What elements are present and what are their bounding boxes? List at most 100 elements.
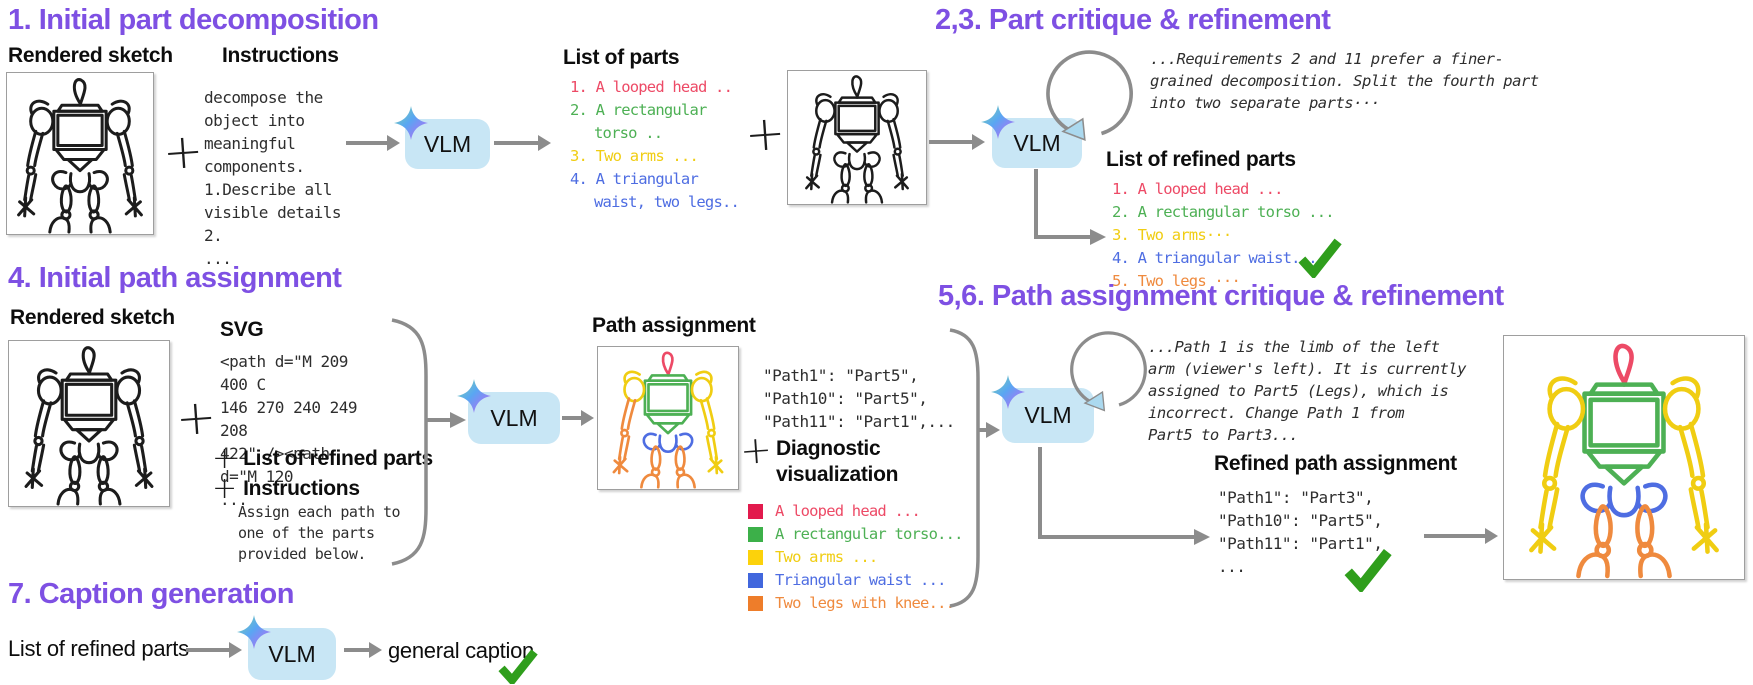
arrow-vlm5-to-caption — [344, 648, 370, 652]
vlm-label: VLM — [1024, 402, 1072, 428]
vlm-label: VLM — [423, 130, 472, 157]
list-of-parts-heading: List of parts — [563, 46, 680, 69]
rendered-sketch-image-3 — [8, 340, 170, 507]
robot-torso — [1582, 382, 1666, 486]
legend-label: Two arms ... — [775, 548, 878, 566]
input-group-brace-left — [391, 318, 466, 566]
legend-label: A looped head ... — [775, 502, 921, 520]
part-item: 2. A rectangular torso .. — [570, 101, 707, 142]
sparkle-icon — [237, 615, 271, 649]
robot-waist — [642, 432, 694, 454]
critique-text-1: ...Requirements 2 and 11 prefer a finer-… — [1150, 50, 1539, 112]
arrow-sketch-to-vlm2 — [929, 140, 973, 144]
checkmark-icon — [1344, 546, 1392, 592]
robot-waist — [59, 440, 119, 465]
vlm-label: VLM — [268, 640, 316, 667]
part-item: 3. Two arms··· — [1112, 226, 1232, 244]
robot-head — [661, 351, 674, 377]
vlm-box-3: VLM — [457, 379, 560, 444]
arrow-to-final-image — [1424, 534, 1486, 538]
robot-head — [1613, 343, 1634, 387]
path-assignment-image — [597, 346, 739, 490]
checkmark-icon — [1298, 236, 1342, 278]
robot-arm-left — [805, 117, 828, 191]
part-item: 5. Two legs ··· — [1112, 272, 1241, 290]
diagnostic-legend: A looped head ... A rectangular torso...… — [748, 500, 964, 615]
final-colored-sketch-image — [1503, 335, 1745, 580]
legend-swatch — [748, 503, 763, 519]
checkmark-icon — [498, 648, 538, 684]
input-group-brace-right — [949, 328, 1000, 608]
legend-swatch — [748, 526, 763, 542]
vlm-box-2: VLM — [981, 105, 1082, 168]
legend-row: Two legs with knee... — [748, 592, 963, 614]
robot-waist — [51, 170, 109, 194]
robot-legs — [1576, 504, 1672, 579]
robot-arm-left — [612, 397, 637, 475]
part-item: 4. A triangular waist... — [1112, 249, 1318, 267]
legend-label: Two legs with knee... — [775, 594, 955, 612]
plus-instructions: +Instructions — [212, 471, 360, 506]
robot-legs — [56, 455, 122, 506]
refined-path-json-text: "Path1": "Part3", "Path10": "Part5", "Pa… — [1218, 488, 1383, 576]
arrow-vlm2-to-refined-parts — [1034, 169, 1106, 245]
arrow-vlm1-to-parts — [494, 141, 539, 145]
plus-sign-4: + — [738, 426, 774, 474]
section7-title: 7. Caption generation — [8, 578, 294, 610]
arrow-vlm4-to-refined-paths — [1038, 447, 1210, 545]
sparkle-icon — [991, 375, 1025, 409]
plus-sign-inline: + — [212, 441, 238, 476]
rendered-sketch-image-1 — [6, 72, 154, 235]
rendered-sketch-label-1: Rendered sketch — [8, 44, 173, 67]
legend-label: A rectangular torso... — [775, 525, 964, 543]
list-of-refined-parts: 1. A looped head ... 2. A rectangular to… — [1112, 178, 1335, 293]
robot-torso — [834, 96, 880, 153]
rendered-sketch-image-2 — [787, 70, 927, 205]
sparkle-icon — [394, 106, 428, 140]
caption-output-label: general caption — [388, 638, 534, 663]
diagnostic-visualization-label: Diagnostic visualization — [776, 437, 899, 486]
robot-head — [81, 346, 96, 376]
vlm-label: VLM — [490, 404, 538, 431]
instructions-text-1: decompose the object into meaningful com… — [204, 88, 342, 268]
plus-sign-2: + — [743, 104, 788, 164]
legend-label: Triangular waist ... — [775, 571, 946, 589]
legend-swatch — [748, 572, 763, 588]
caption-input-label: List of refined parts — [8, 636, 189, 661]
refined-path-assignment-heading: Refined path assignment — [1214, 452, 1457, 475]
robot-waist — [1580, 482, 1668, 518]
legend-row: Two arms ... — [748, 546, 963, 568]
robot-waist — [833, 151, 881, 171]
vlm-box-5: VLM — [237, 615, 336, 680]
arrow-parts-to-vlm5 — [186, 648, 230, 652]
part-item: 1. A looped head ... — [1112, 180, 1283, 198]
self-refine-loop-arrow-2 — [1070, 331, 1147, 412]
critique-text-2: ...Path 1 is the limb of the left arm (v… — [1148, 338, 1466, 444]
path-json-text: "Path1": "Part5", "Path10": "Part5", "Pa… — [763, 366, 955, 431]
plus-sign-3: + — [174, 388, 219, 448]
rendered-sketch-label-2: Rendered sketch — [10, 306, 175, 329]
vlm-box-1: VLM — [394, 106, 490, 169]
legend-swatch — [748, 595, 763, 611]
legend-row: A looped head ... — [748, 500, 963, 522]
plus-sign-1: + — [161, 122, 206, 182]
refined-parts-heading: List of refined parts — [1106, 148, 1296, 171]
robot-torso — [52, 103, 108, 173]
plus-list-of-refined-parts: +List of refined parts — [212, 441, 433, 476]
robot-arm-left — [24, 399, 53, 489]
section1-title: 1. Initial part decomposition — [8, 4, 379, 36]
arrow-inputs-to-vlm1 — [346, 141, 388, 145]
instructions-label-1: Instructions — [222, 44, 339, 67]
robot-arm-left — [17, 129, 45, 218]
robot-arm-right — [125, 399, 154, 489]
sparkle-icon — [457, 379, 491, 413]
section23-title: 2,3. Part critique & refinement — [935, 4, 1331, 36]
robot-arm-right — [886, 117, 909, 191]
robot-arm-right — [1677, 421, 1719, 554]
robot-legs — [48, 184, 112, 234]
robot-arm-left — [1529, 421, 1571, 554]
part-item: 4. A triangular waist, two legs.. — [570, 170, 740, 211]
robot-legs — [830, 163, 884, 204]
robot-arm-right — [115, 129, 143, 218]
